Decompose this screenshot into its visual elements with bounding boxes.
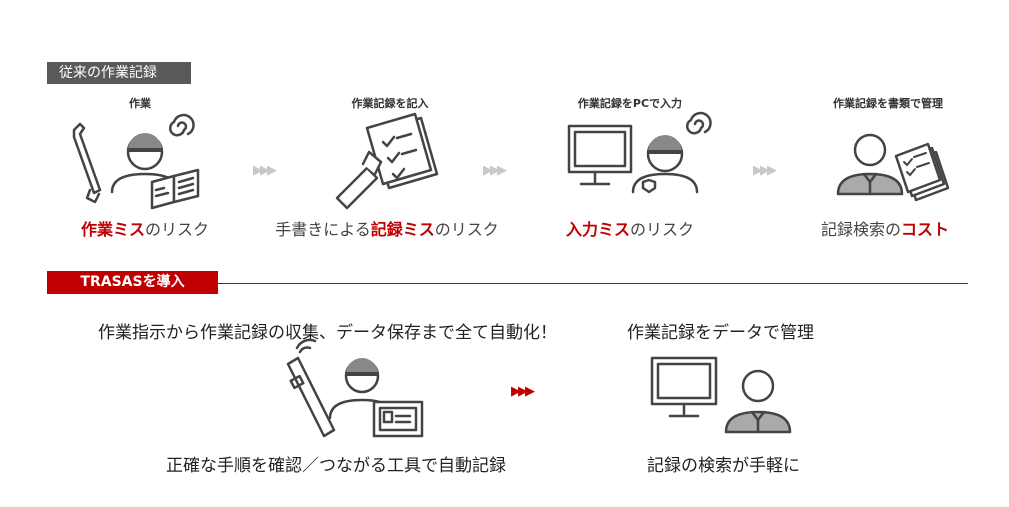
- solution-caption-left: 正確な手順を確認／つながる工具で自動記録: [166, 456, 506, 476]
- solution-arrow: ▶▶▶: [511, 384, 535, 399]
- risk-text: のリスク: [434, 220, 499, 239]
- flow-arrow-2: ▶▶▶: [483, 163, 507, 178]
- step-label-handwrite: 作業記録を記入: [351, 97, 429, 110]
- risk-highlight-text: 入力ミス: [565, 220, 630, 239]
- pc-monitor-worker-icon: [567, 111, 712, 194]
- connected-tool-worker-tablet-icon: [286, 338, 424, 438]
- solution-headline-right: 作業記録をデータで管理: [627, 323, 814, 343]
- manager-documents-icon: [836, 133, 950, 202]
- conventional-section-tag: 従来の作業記録: [47, 62, 191, 84]
- flow-arrow-1: ▶▶▶: [253, 163, 277, 178]
- risk-highlight-text: 記録ミス: [370, 220, 435, 239]
- solution-caption-right: 記録の検索が手軽に: [647, 456, 800, 476]
- risk-caption-handwrite: 手書きによる記録ミスのリスク: [252, 216, 522, 240]
- solution-headline-left: 作業指示から作業記録の収集、データ保存まで全て自動化！: [98, 323, 557, 343]
- hand-writing-checklist-icon: [335, 112, 439, 210]
- worker-wrench-manual-icon: [72, 113, 200, 210]
- pc-manager-icon: [650, 356, 792, 434]
- step-label-pc-input: 作業記録をPCで入力: [577, 97, 683, 110]
- flow-arrow-3: ▶▶▶: [753, 163, 777, 178]
- risk-caption-paper-manage: 記録検索のコスト: [800, 216, 970, 240]
- risk-caption-pc-input: 入力ミスのリスク: [545, 216, 715, 240]
- risk-text: のリスク: [630, 220, 695, 239]
- risk-caption-work: 作業ミスのリスク: [60, 216, 230, 240]
- step-label-paper-manage: 作業記録を書類で管理: [833, 97, 943, 110]
- section-divider-line: [218, 283, 968, 284]
- risk-highlight-text: コスト: [901, 220, 950, 239]
- trasas-section-tag: TRASASを導入: [47, 271, 218, 294]
- risk-highlight-text: 作業ミス: [80, 220, 145, 239]
- risk-text: 手書きによる: [275, 220, 371, 239]
- risk-text: 記録検索の: [820, 220, 901, 239]
- risk-text: のリスク: [145, 220, 210, 239]
- step-label-work: 作業: [129, 97, 151, 110]
